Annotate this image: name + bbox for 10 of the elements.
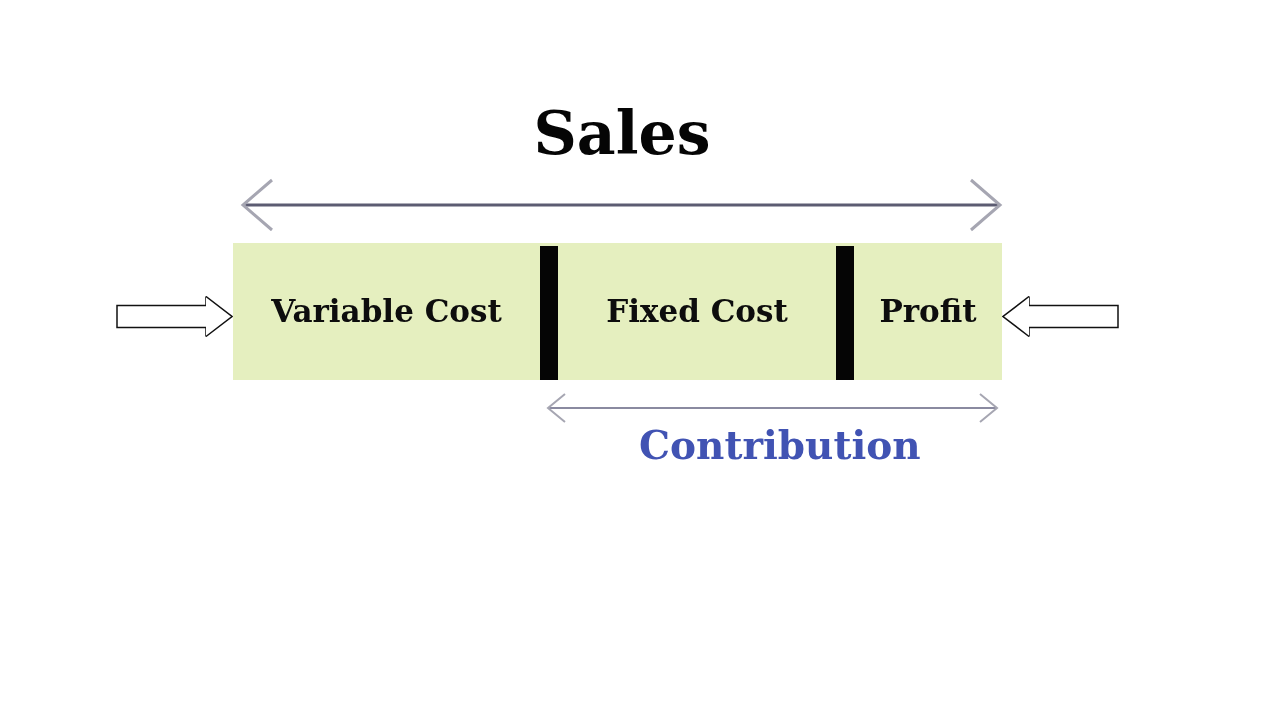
segment-label: Fixed Cost — [606, 293, 788, 330]
bar-segment — [854, 243, 1002, 380]
block-arrow — [1002, 295, 1119, 338]
segment-label: Profit — [879, 293, 977, 330]
block-arrow — [116, 295, 233, 338]
dimension-label: Contribution — [639, 424, 921, 467]
bar-segment — [233, 243, 558, 380]
bar-segment — [558, 243, 854, 380]
segment-label: Variable Cost — [271, 293, 502, 330]
dimension-label: Sales — [533, 100, 711, 166]
